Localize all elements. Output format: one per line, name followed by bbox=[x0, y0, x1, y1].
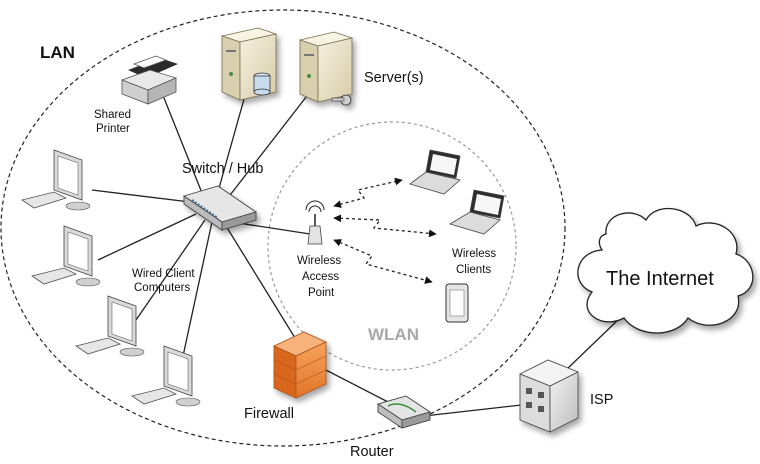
shared-printer-label-line1: Shared bbox=[94, 109, 131, 121]
wireless-clients-label-line2: Clients bbox=[456, 264, 491, 276]
wireless-clients-label-line1: Wireless bbox=[452, 248, 496, 260]
printer-icon bbox=[120, 55, 178, 105]
laptop-icon bbox=[449, 189, 505, 235]
wireless-access-point-icon bbox=[305, 200, 325, 245]
router-icon bbox=[376, 395, 432, 429]
lan-label: LAN bbox=[40, 43, 75, 62]
key-server-icon bbox=[298, 31, 354, 106]
wired-links bbox=[91, 87, 621, 417]
wired-clients-label-line1: Wired Client bbox=[132, 268, 195, 280]
router-label: Router bbox=[350, 444, 394, 460]
mobile-device-icon bbox=[445, 283, 469, 323]
desktop-computer-icon bbox=[21, 149, 91, 211]
desktop-computer-icon bbox=[75, 295, 145, 357]
internet-label: The Internet bbox=[606, 268, 714, 290]
laptop-icon bbox=[409, 149, 461, 195]
lan-boundary bbox=[0, 9, 566, 447]
wap-label-line3: Point bbox=[308, 287, 335, 299]
desktop-computer-icon bbox=[31, 225, 101, 287]
database-server-icon bbox=[220, 27, 278, 101]
isp-label: ISP bbox=[590, 392, 613, 408]
wlan-label: WLAN bbox=[368, 325, 419, 344]
switch-hub-label: Switch / Hub bbox=[182, 161, 263, 177]
wireless-links bbox=[333, 177, 437, 284]
internet-cloud-icon bbox=[577, 207, 754, 334]
desktop-computer-icon bbox=[131, 345, 201, 407]
firewall-icon bbox=[273, 331, 327, 399]
shared-printer-label-line2: Printer bbox=[96, 123, 130, 135]
servers-label: Server(s) bbox=[364, 70, 424, 86]
switch-hub-icon bbox=[182, 185, 258, 231]
wired-clients-label-line2: Computers bbox=[134, 282, 190, 294]
wlan-boundary bbox=[267, 121, 517, 371]
firewall-label: Firewall bbox=[244, 406, 294, 422]
wap-label-line2: Access bbox=[302, 271, 339, 283]
isp-building-icon bbox=[519, 359, 579, 433]
wap-label-line1: Wireless bbox=[297, 255, 341, 267]
